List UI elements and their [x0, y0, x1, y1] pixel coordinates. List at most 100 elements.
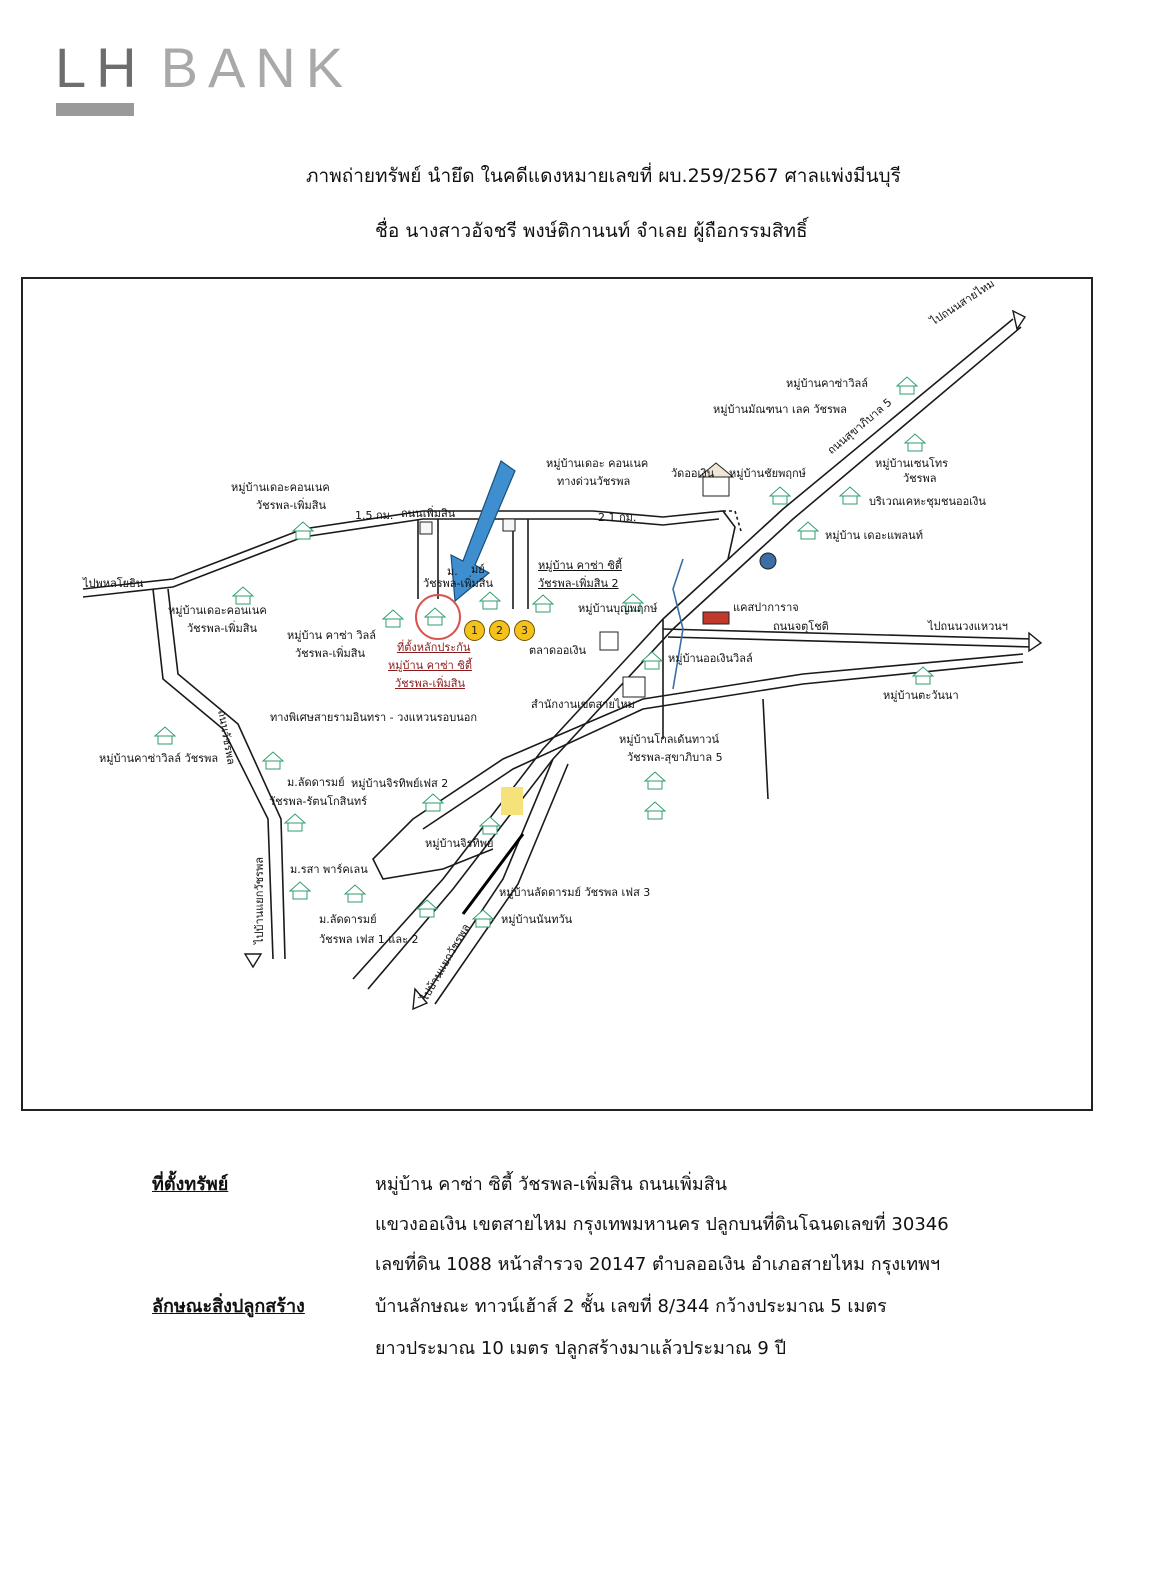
location-map: 1 2 3 ไปถนนสายไหม หมู่บ้านคาซ่าวิลล์ หมู…: [21, 277, 1093, 1111]
collateral-marker-circle: [415, 594, 461, 640]
house-icon: [421, 791, 449, 813]
house-icon: [343, 882, 371, 904]
shopping-marker-icon: [501, 787, 523, 815]
label-collateral-1: ที่ตั้งหลักประกัน: [397, 641, 471, 654]
building-line-1: บ้านลักษณะ ทาวน์เฮ้าส์ 2 ชั้น เลขที่ 8/3…: [375, 1296, 887, 1317]
label-o-ngoen-ville: หมู่บ้านออเงินวิลล์: [668, 652, 753, 665]
map-roads-svg: [82, 309, 1043, 1011]
location-line-3: เลขที่ดิน 1088 หน้าสำรวจ 20147 ตำบลออเงิ…: [375, 1254, 941, 1275]
page-title-case: ภาพถ่ายทรัพย์ นำยึด ในคดีแดงหมายเลขที่ ผ…: [306, 165, 901, 187]
road-phermsin: [82, 510, 736, 590]
house-icon: [471, 907, 499, 929]
expressway-heavy-segment: [461, 833, 525, 915]
house-icon: [643, 799, 671, 821]
label-golden-town-2: วัชรพล-สุขาภิบาล 5: [627, 751, 723, 764]
label-connect-mid-2: วัชรพล-เพิ่มสิน: [187, 622, 258, 635]
label-casa-ville-mid-1: หมู่บ้าน คาซ่า วิลล์: [287, 629, 377, 642]
label-to-junction-left: ไปบ้านแยกวัชรพล: [253, 857, 266, 944]
canal: [723, 510, 742, 532]
label-casa-ville-left: หมู่บ้านคาซ่าวิลล์ วัชรพล: [99, 752, 219, 765]
house-icon: [261, 749, 289, 771]
label-collateral-2: หมู่บ้าน คาซ่า ซิตี้: [388, 659, 472, 672]
house-icon: [381, 607, 409, 629]
road-right-spur: [762, 698, 769, 800]
collateral-pointer-arrow: [450, 460, 516, 603]
label-senthorn-1: หมู่บ้านเซนโทร: [875, 457, 948, 470]
label-manthana: หมู่บ้านมัณฑนา เลค วัชรพล: [713, 403, 847, 416]
house-icon: [153, 724, 181, 746]
label-jatuchot: ถนนจตุโชติ: [773, 620, 829, 633]
label-casa-ville-ne: หมู่บ้านคาซ่าวิลล์: [786, 377, 869, 390]
road-to-junction: [422, 758, 554, 1000]
arrow-to-junction-right: [412, 987, 429, 1011]
label-jiratip: หมู่บ้านจิรทิพย์: [425, 837, 494, 850]
arrow-to-ring: [1028, 631, 1043, 653]
label-connect-tollway-2: ทางด่วนวัชรพล: [557, 475, 631, 488]
house-icon: [478, 814, 506, 836]
label-boonpruek: หมู่บ้านบุญพฤกษ์: [578, 602, 658, 615]
label-ladda-phase3: หมู่บ้านลัดดารมย์ วัชรพล เฟส 3: [499, 886, 651, 899]
house-icon: [895, 374, 923, 396]
house-icon: [838, 484, 866, 506]
house-icon: [911, 664, 939, 686]
seven-eleven-icon-1: [419, 521, 433, 535]
label-senthorn-2: วัชรพล: [903, 472, 937, 485]
arrow-to-saimai: [1011, 309, 1027, 331]
label-nanthawan: หมู่บ้านนันทวัน: [501, 913, 573, 926]
collateral-house-icon: [423, 605, 451, 627]
house-icon: [796, 519, 824, 541]
label-road-1-5km: 1.5 กม.: [355, 509, 394, 522]
road-jatuchot: [662, 628, 1034, 640]
label-casa-city2-2: วัชรพล-เพิ่มสิน 2: [538, 577, 619, 590]
house-icon: [288, 879, 316, 901]
house-icon: [903, 431, 931, 453]
label-to-phahonyothin: ไปพหลโยธิน: [83, 577, 144, 590]
badge-3: 3: [514, 620, 535, 641]
location-line-1: หมู่บ้าน คาซ่า ซิตี้ วัชรพล-เพิ่มสิน ถนน…: [375, 1174, 728, 1195]
seven-eleven-icon-2: [502, 518, 516, 532]
label-ladda-1: ม.ลัดดารมย์: [287, 776, 345, 789]
house-icon: [478, 589, 506, 611]
district-office-icon: [622, 676, 646, 698]
badge-2: 2: [489, 620, 510, 641]
location-line-2: แขวงออเงิน เขตสายไหม กรุงเทพมหานคร ปลูกบ…: [375, 1214, 949, 1235]
house-icon: [531, 592, 559, 614]
road-sukhapiban5-b: [367, 326, 1022, 990]
label-connect-left-1: หมู่บ้านเดอะคอนเนค: [231, 481, 330, 494]
house-icon: [415, 897, 443, 919]
stream: [672, 558, 684, 690]
house-icon: [283, 811, 311, 833]
road-expressway-b: [422, 661, 1024, 830]
road-watcharaphol-left: [152, 588, 274, 960]
house-icon: [643, 769, 671, 791]
arrow-to-junction-left: [243, 953, 263, 969]
label-golden-town-1: หมู่บ้านโกลเด้นทาวน์: [619, 733, 720, 746]
label-jiratip-2: หมู่บ้านจิรทิพย์เฟส 2: [351, 777, 449, 790]
house-icon: [768, 484, 796, 506]
gas-station-icon: [759, 552, 777, 570]
logo-underline-bar: [56, 103, 134, 116]
label-the-plant: หมู่บ้าน เดอะแพลนท์: [825, 529, 923, 542]
label-connect-tollway-1: หมู่บ้านเดอะ คอนเนค: [546, 457, 649, 470]
label-village-mai: มย์: [471, 563, 485, 576]
label-casa-city2-1: หมู่บ้าน คาซ่า ซิตี้: [538, 559, 622, 572]
label-checkpoint: แคสปาการาจ: [733, 601, 799, 614]
truck-icon: [702, 611, 730, 625]
label-wat-o-ngoen: วัดออเงิน: [671, 467, 715, 480]
location-label: ที่ตั้งทรัพย์: [152, 1174, 229, 1195]
market-icon: [599, 631, 619, 651]
label-ladda12-2: วัชรพล เฟส 1 และ 2: [319, 933, 419, 946]
road-sukhapiban5-a: [352, 318, 1014, 980]
road-watcharaphol-left-b: [167, 588, 286, 960]
label-ladda-2: วัชรพล-รัตนโกสินทร์: [269, 795, 368, 808]
label-watcharaphol-phermsin: วัชรพล-เพิ่มสิน: [423, 577, 494, 590]
road-to-junction-b: [434, 763, 569, 1005]
page-title-owner: ชื่อ นางสาวอัจชรี พงษ์ติกานนท์ จำเลย ผู้…: [375, 220, 808, 242]
label-community-area: บริเวณเคหะชุมชนออเงิน: [869, 495, 986, 508]
house-icon: [291, 519, 319, 541]
label-chaiyaphruek: หมู่บ้านชัยพฤกษ์: [729, 467, 806, 480]
road-jatuchot-b: [667, 636, 1034, 648]
label-rasa: ม.รสา พาร์คเลน: [290, 863, 368, 876]
label-village-m: ม.: [447, 565, 458, 578]
